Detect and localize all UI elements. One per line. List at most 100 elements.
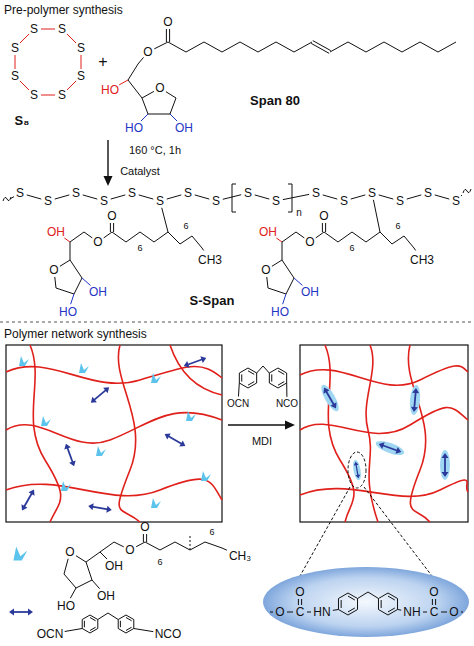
chem-bond — [298, 599, 299, 605]
chem-bond — [90, 615, 98, 620]
repeat-bracket — [232, 184, 236, 212]
chem-bond — [341, 600, 342, 608]
chem-bond — [20, 34, 29, 43]
chem-bond — [168, 232, 180, 244]
polymer-chain — [170, 345, 222, 395]
chem-bond — [278, 383, 287, 388]
chem-bond — [175, 542, 190, 550]
chem-bond — [404, 236, 414, 248]
chem-bond — [118, 620, 119, 629]
chem-bond — [240, 42, 258, 52]
chem-bond — [338, 232, 352, 242]
chem-bond — [388, 596, 395, 600]
chem-bond — [141, 114, 148, 121]
chem-label: S — [244, 187, 252, 199]
chem-bond — [128, 80, 142, 98]
zoom-callout — [300, 452, 432, 576]
chem-bond — [166, 29, 167, 42]
chem-label: O — [155, 82, 164, 94]
chem-label: NCO — [155, 628, 182, 640]
chem-bond — [398, 609, 402, 611]
chem-label: OH — [259, 226, 277, 238]
chem-bond — [148, 114, 170, 115]
chem-bond — [380, 232, 392, 244]
chem-bond — [204, 42, 222, 52]
chem-bond — [126, 618, 132, 621]
polymer-chain — [366, 345, 378, 522]
chem-bond — [286, 278, 294, 294]
chem-bond — [90, 627, 96, 630]
chem-bond — [366, 42, 384, 52]
chem-bond — [98, 613, 108, 620]
polymer-chain — [325, 345, 354, 522]
chem-label: S — [368, 187, 376, 199]
chem-bond — [283, 194, 309, 199]
chem-label: O — [449, 606, 458, 618]
chem-bond — [55, 195, 70, 199]
chem-bond — [441, 612, 447, 613]
chem-bond — [74, 278, 82, 294]
chem-bond — [139, 195, 154, 199]
chem-bond — [378, 599, 379, 610]
chem-label: O — [261, 264, 270, 276]
chem-bond — [112, 232, 126, 242]
compound-name: Span 80 — [250, 94, 300, 107]
chem-bond — [461, 612, 463, 613]
chem-label: O — [140, 521, 149, 533]
chem-label: O — [429, 586, 438, 598]
chem-bond — [351, 195, 366, 199]
chem-label: 6 — [137, 244, 142, 253]
chem-bond — [195, 195, 210, 199]
chem-bond — [348, 610, 358, 616]
chem-bond — [119, 80, 128, 85]
reaction-arrow — [107, 140, 108, 178]
chem-bond — [348, 596, 355, 600]
chem-bond — [435, 195, 450, 199]
chem-bond — [146, 534, 147, 542]
chem-bond — [348, 593, 358, 599]
chem-bond — [118, 629, 126, 634]
chem-label: S — [16, 187, 24, 199]
chem-bond — [180, 236, 192, 244]
chem-label: S — [312, 187, 320, 199]
chem-label: S — [272, 195, 280, 207]
chem-bond — [41, 95, 55, 96]
zoom-circle — [348, 452, 366, 488]
chem-bond — [278, 368, 287, 373]
chem-bond — [348, 42, 366, 52]
chem-bond — [162, 208, 168, 232]
arrow-head — [104, 176, 113, 186]
chem-bond — [330, 42, 348, 52]
chem-label: S — [156, 195, 164, 207]
chem-bond — [138, 57, 144, 64]
chem-label: S — [72, 187, 80, 199]
chem-bond — [67, 81, 76, 90]
reaction-arrow — [228, 424, 286, 425]
chem-bond — [86, 562, 92, 580]
chem-bond — [397, 599, 398, 610]
chem-bond — [20, 81, 29, 90]
chem-bond — [379, 195, 394, 199]
chem-label: HN — [313, 606, 330, 618]
chem-bond — [348, 608, 355, 612]
chem-bond — [283, 294, 286, 304]
chem-bond — [407, 195, 422, 199]
chem-label: OCN — [37, 628, 64, 640]
chem-bond — [82, 615, 90, 620]
chem-bond — [388, 608, 395, 612]
chem-label: HO — [125, 122, 143, 134]
chem-label: S — [128, 187, 136, 199]
chem-bond — [322, 223, 323, 232]
polymer-chain — [6, 479, 222, 500]
chem-label: NCO — [276, 399, 298, 409]
chem-bond — [92, 580, 100, 589]
chem-bond — [76, 580, 92, 588]
chem-bond — [271, 374, 272, 381]
chem-label: S — [424, 187, 432, 199]
chem-label: NH — [403, 606, 420, 618]
chem-label: S — [58, 23, 66, 35]
chem-bond — [60, 260, 70, 266]
crosslinks — [318, 383, 450, 481]
chem-bond — [82, 278, 90, 285]
